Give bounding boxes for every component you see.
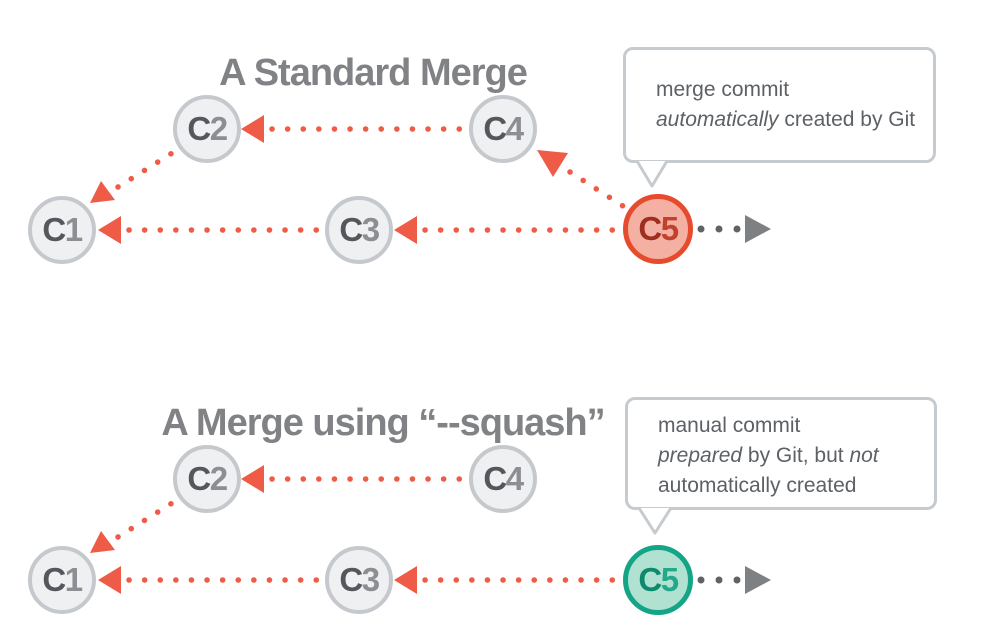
commit-digit: 5 (660, 210, 679, 247)
future-history-arrow-squash (697, 566, 771, 594)
commit-letter: C (42, 211, 66, 248)
commit-digit: 1 (64, 561, 83, 598)
arrow-left-icon (98, 566, 121, 594)
commit-letter: C (483, 110, 507, 147)
arrow-left-icon (241, 465, 264, 493)
callout-line: automatically created (658, 474, 857, 497)
commit-letter: C (339, 211, 363, 248)
merge-commit-callout: merge commit automatically created by Gi… (623, 47, 936, 163)
commit-digit: 3 (361, 561, 380, 598)
arrow-c4-to-c2-squash (241, 465, 467, 493)
arrow-c5-to-c4 (537, 150, 629, 211)
callout-line: prepared by Git, but not (658, 441, 934, 471)
commit-digit: 5 (660, 561, 679, 598)
standard-merge-title: A Standard Merge (219, 51, 528, 94)
arrow-up-left-icon (537, 150, 568, 177)
callout-tail (635, 160, 669, 188)
future-history-arrow (697, 215, 771, 243)
manual-commit-callout: manual commit prepared by Git, but not a… (625, 397, 937, 510)
arrow-c5-to-c3-squash (394, 566, 619, 594)
arrow-c2-to-c1-squash (90, 497, 180, 553)
squash-merge-title: A Merge using “--squash” (161, 401, 605, 444)
arrow-c5-to-c3 (394, 216, 619, 244)
arrow-left-icon (98, 216, 121, 244)
callout-tail (637, 507, 673, 535)
commit-digit: 2 (209, 460, 228, 497)
arrow-right-icon (745, 215, 771, 243)
arrow-c2-to-c1 (90, 147, 180, 203)
callout-italic-text: automatically (656, 108, 779, 131)
commit-letter: C (483, 460, 507, 497)
commit-digit: 4 (505, 460, 524, 497)
callout-line: manual commit (658, 414, 801, 437)
commit-letter: C (42, 561, 66, 598)
arrow-down-left-icon (90, 531, 115, 553)
arrow-down-left-icon (90, 181, 115, 203)
commit-letter: C (187, 110, 211, 147)
arrow-c3-to-c1 (98, 216, 321, 244)
arrow-c3-to-c1-squash (98, 566, 321, 594)
commit-digit: 3 (361, 211, 380, 248)
commit-letter: C (187, 460, 211, 497)
commit-digit: 4 (505, 110, 524, 147)
commit-digit: 2 (209, 110, 228, 147)
arrow-left-icon (394, 216, 417, 244)
commit-letter: C (339, 561, 363, 598)
callout-line: automatically created by Git (656, 105, 933, 135)
callout-text: created by Git (778, 108, 916, 131)
callout-italic-text: prepared (658, 444, 743, 467)
commit-letter: C (638, 210, 662, 247)
arrow-left-icon (394, 566, 417, 594)
callout-line: merge commit (656, 78, 790, 101)
commit-letter: C (638, 561, 662, 598)
arrow-c4-to-c2 (241, 115, 467, 143)
commit-digit: 1 (64, 211, 83, 248)
arrow-right-icon (745, 566, 771, 594)
callout-text: by Git, but (742, 444, 850, 467)
arrow-left-icon (241, 115, 264, 143)
callout-italic-text: not (849, 444, 879, 467)
